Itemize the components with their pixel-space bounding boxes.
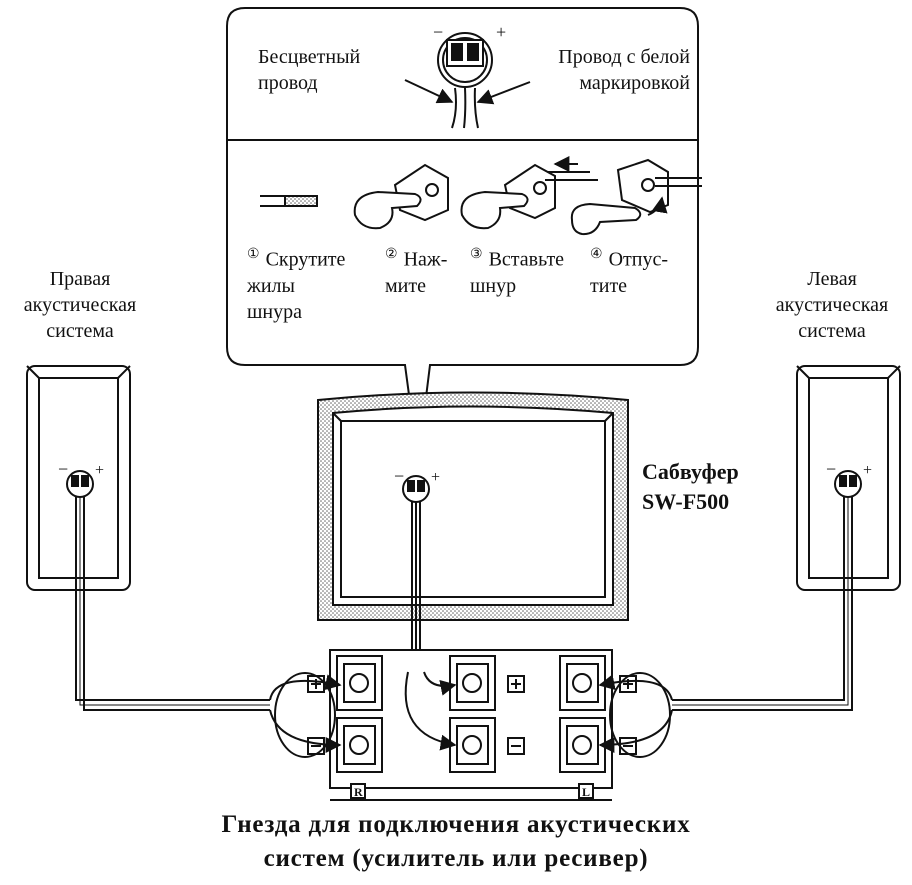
panel-l-label: L [582,785,590,799]
terminal-panel [307,649,637,801]
press-hand-icon [353,163,449,230]
step-illustrations [260,156,702,236]
step-2-num: ② [385,247,398,262]
step-4-num: ④ [590,247,603,262]
terminal-closeup: − + [404,22,531,129]
white-marked-wire-label: Провод с белой маркировкой [558,46,690,94]
step-1-text: Скрутите жилы шнура [247,248,346,323]
subwoofer [317,391,629,672]
step-3-text: Вставьте шнур [470,248,565,297]
right-speaker-label: Правая акустическая система [23,268,137,342]
left-speaker [672,365,901,711]
right-speaker-minus: − [58,459,68,479]
connection-arrows [269,671,673,758]
subwoofer-name: Сабвуфер [642,459,739,484]
colorless-wire-label: Бесцветный провод [258,46,361,94]
panel-r-label: R [354,785,363,799]
insert-wire-icon [460,156,598,230]
step-4-text: Отпус- тите [590,248,668,297]
subwoofer-plus: + [431,469,440,486]
release-hand-icon [570,158,702,236]
left-speaker-minus: − [826,459,836,479]
step-1-num: ① [247,247,260,262]
callout-minus: − [433,22,443,42]
left-speaker-plus: + [863,462,872,479]
right-speaker [26,365,270,711]
panel-caption: Гнезда для подключения акустических сист… [221,811,691,872]
callout-plus: + [496,22,506,42]
step-3-num: ③ [470,247,483,262]
left-speaker-label: Левая акустическая система [775,268,889,342]
subwoofer-minus: − [394,466,404,486]
subwoofer-model: SW-F500 [642,489,730,514]
right-speaker-plus: + [95,462,104,479]
twist-wire-icon [260,195,318,207]
step-2-text: Наж- мите [385,248,448,297]
